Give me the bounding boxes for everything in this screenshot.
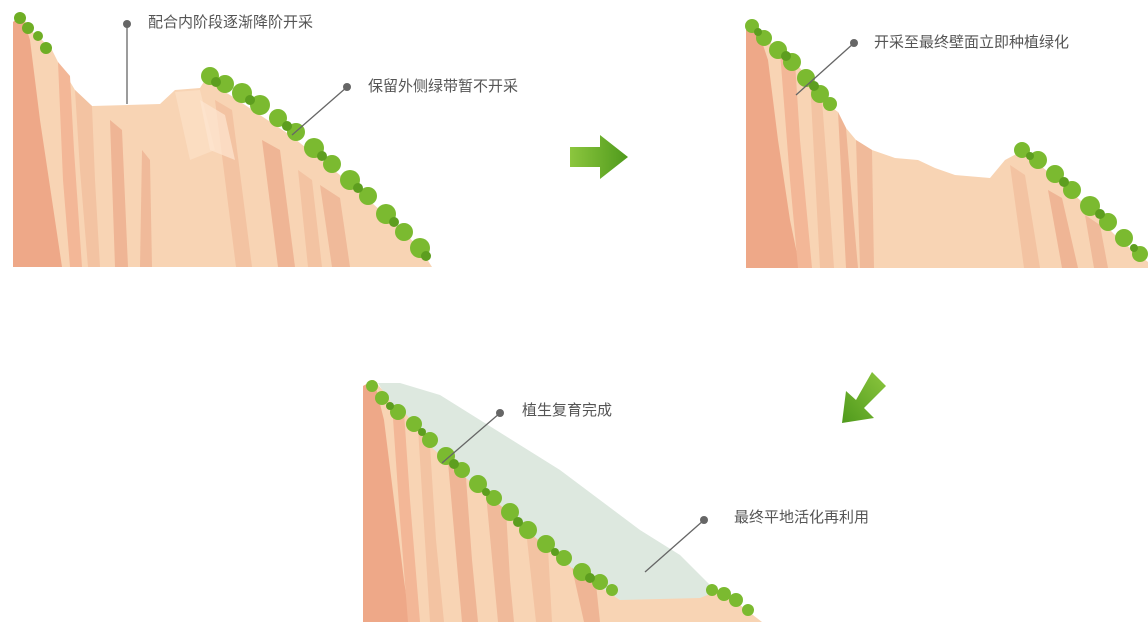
stage-3-label-revegetation-complete: 植生复育完成 [522,401,613,419]
stage-3-cliff [363,380,762,622]
stage-2-pointer [795,39,858,96]
stage-3-pointers [441,409,708,573]
right-arrow-icon [570,135,628,179]
stage-2-cliff [745,19,1148,268]
stage-2-label-final-wall-planting: 开采至最终壁面立即种植绿化 [874,33,1070,51]
stage-1-label-inner-benching: 配合内阶段逐渐降阶开采 [148,13,314,31]
stage-1-label-green-belt: 保留外侧绿带暂不开采 [368,77,519,95]
stage-1-cliff [13,12,432,267]
stage-1-pointers [123,20,351,136]
stage-3-label-land-reuse: 最终平地活化再利用 [734,508,870,526]
down-left-arrow-icon [842,372,886,423]
